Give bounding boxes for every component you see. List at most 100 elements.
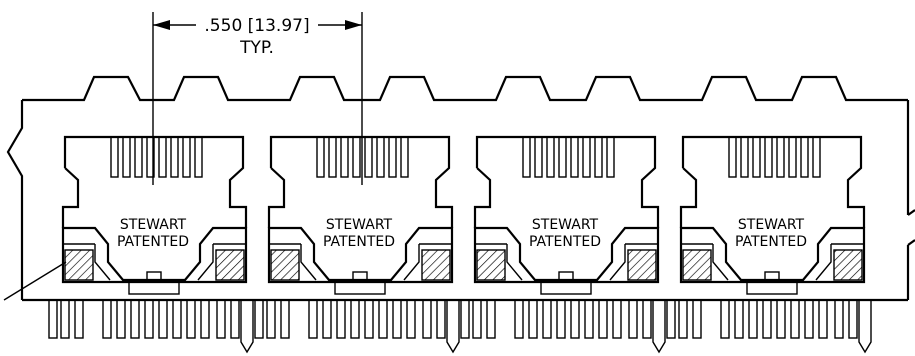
lead-pin: [748, 299, 758, 339]
lead-pin: [584, 299, 594, 339]
contact-finger: [582, 136, 591, 178]
dimension-callout: .550 [13.97] TYP.: [152, 12, 363, 185]
lead-pin: [666, 299, 676, 339]
latch-key: [352, 271, 368, 283]
contact-finger: [388, 136, 397, 178]
lead-pin: [556, 299, 566, 339]
lead-pin: [570, 299, 580, 339]
lead-pin: [186, 299, 196, 339]
lead-pin: [848, 299, 858, 339]
latch-body: [473, 226, 660, 284]
lead-pin: [364, 299, 374, 339]
lead-pin: [436, 299, 446, 339]
contact-finger: [740, 136, 749, 178]
contact-finger: [134, 136, 143, 178]
lead-pin: [378, 299, 388, 339]
shield-tab: [652, 300, 666, 354]
lead-pin: [720, 299, 730, 339]
right-notch: [907, 209, 915, 246]
arrowhead-right: [345, 20, 362, 30]
contact-finger: [316, 136, 325, 178]
latch-inner: [506, 244, 626, 281]
contact-finger: [170, 136, 179, 178]
lead-pin: [74, 299, 84, 339]
lead-pin: [678, 299, 688, 339]
port-label-line2: PATENTED: [117, 234, 189, 250]
ports-group: STEWARTPATENTEDSTEWARTPATENTEDSTEWARTPAT…: [61, 135, 866, 295]
lead-pin: [336, 299, 346, 339]
lead-pin: [254, 299, 264, 339]
lead-pin: [514, 299, 524, 339]
shield-tab: [858, 300, 872, 354]
contact-finger: [570, 136, 579, 178]
lead-pin: [628, 299, 638, 339]
lead-pin: [460, 299, 470, 339]
port-opening: [267, 135, 454, 228]
lead-pin: [422, 299, 432, 339]
hatched-block-right: [833, 249, 863, 281]
lead-pin: [350, 299, 360, 339]
contact-finger: [534, 136, 543, 178]
port-label-line2: PATENTED: [735, 234, 807, 250]
hatched-block-left: [270, 249, 300, 281]
lead-pin: [734, 299, 744, 339]
lead-pin: [790, 299, 800, 339]
lead-pin: [472, 299, 482, 339]
lead-pin: [818, 299, 828, 339]
latch-key: [558, 271, 574, 283]
port-opening: [473, 135, 660, 228]
contact-finger: [182, 136, 191, 178]
lead-pin: [266, 299, 276, 339]
lead-pin: [130, 299, 140, 339]
latch-key: [764, 271, 780, 283]
contact-finger: [328, 136, 337, 178]
lead-pin: [834, 299, 844, 339]
lead-pin: [598, 299, 608, 339]
shield-tab: [446, 300, 460, 354]
lead-pin: [280, 299, 290, 339]
latch-body: [267, 226, 454, 284]
lead-pin: [612, 299, 622, 339]
port-label-line1: STEWART: [120, 217, 187, 233]
lead-pin: [528, 299, 538, 339]
contact-finger: [194, 136, 203, 178]
contact-finger: [352, 136, 361, 178]
lead-pin: [486, 299, 496, 339]
port-opening: [679, 135, 866, 228]
latch-body: [61, 226, 248, 284]
lead-pin: [102, 299, 112, 339]
latch-tab: [746, 281, 798, 295]
lead-pin: [172, 299, 182, 339]
contact-finger: [522, 136, 531, 178]
contact-finger: [376, 136, 385, 178]
contact-finger: [728, 136, 737, 178]
contact-finger: [752, 136, 761, 178]
contact-finger: [340, 136, 349, 178]
lead-pin: [230, 299, 240, 339]
lead-pin: [216, 299, 226, 339]
latch-tab: [128, 281, 180, 295]
pins-group: [48, 299, 872, 354]
contact-finger: [546, 136, 555, 178]
arrowhead-left: [153, 20, 170, 30]
lead-pin: [692, 299, 702, 339]
port-label-line2: PATENTED: [529, 234, 601, 250]
port-label-line1: STEWART: [326, 217, 393, 233]
port-label-line2: PATENTED: [323, 234, 395, 250]
hatched-block-left: [476, 249, 506, 281]
lead-pin: [322, 299, 332, 339]
dimension-value: .550 [13.97]: [204, 16, 309, 36]
contact-finger: [800, 136, 809, 178]
hatched-block-left: [682, 249, 712, 281]
contact-finger: [812, 136, 821, 178]
lead-pin: [200, 299, 210, 339]
lead-pin: [308, 299, 318, 339]
lead-pin: [762, 299, 772, 339]
port-label-line1: STEWART: [532, 217, 599, 233]
hatched-block-right: [627, 249, 657, 281]
lead-pin: [406, 299, 416, 339]
hatched-block-right: [421, 249, 451, 281]
